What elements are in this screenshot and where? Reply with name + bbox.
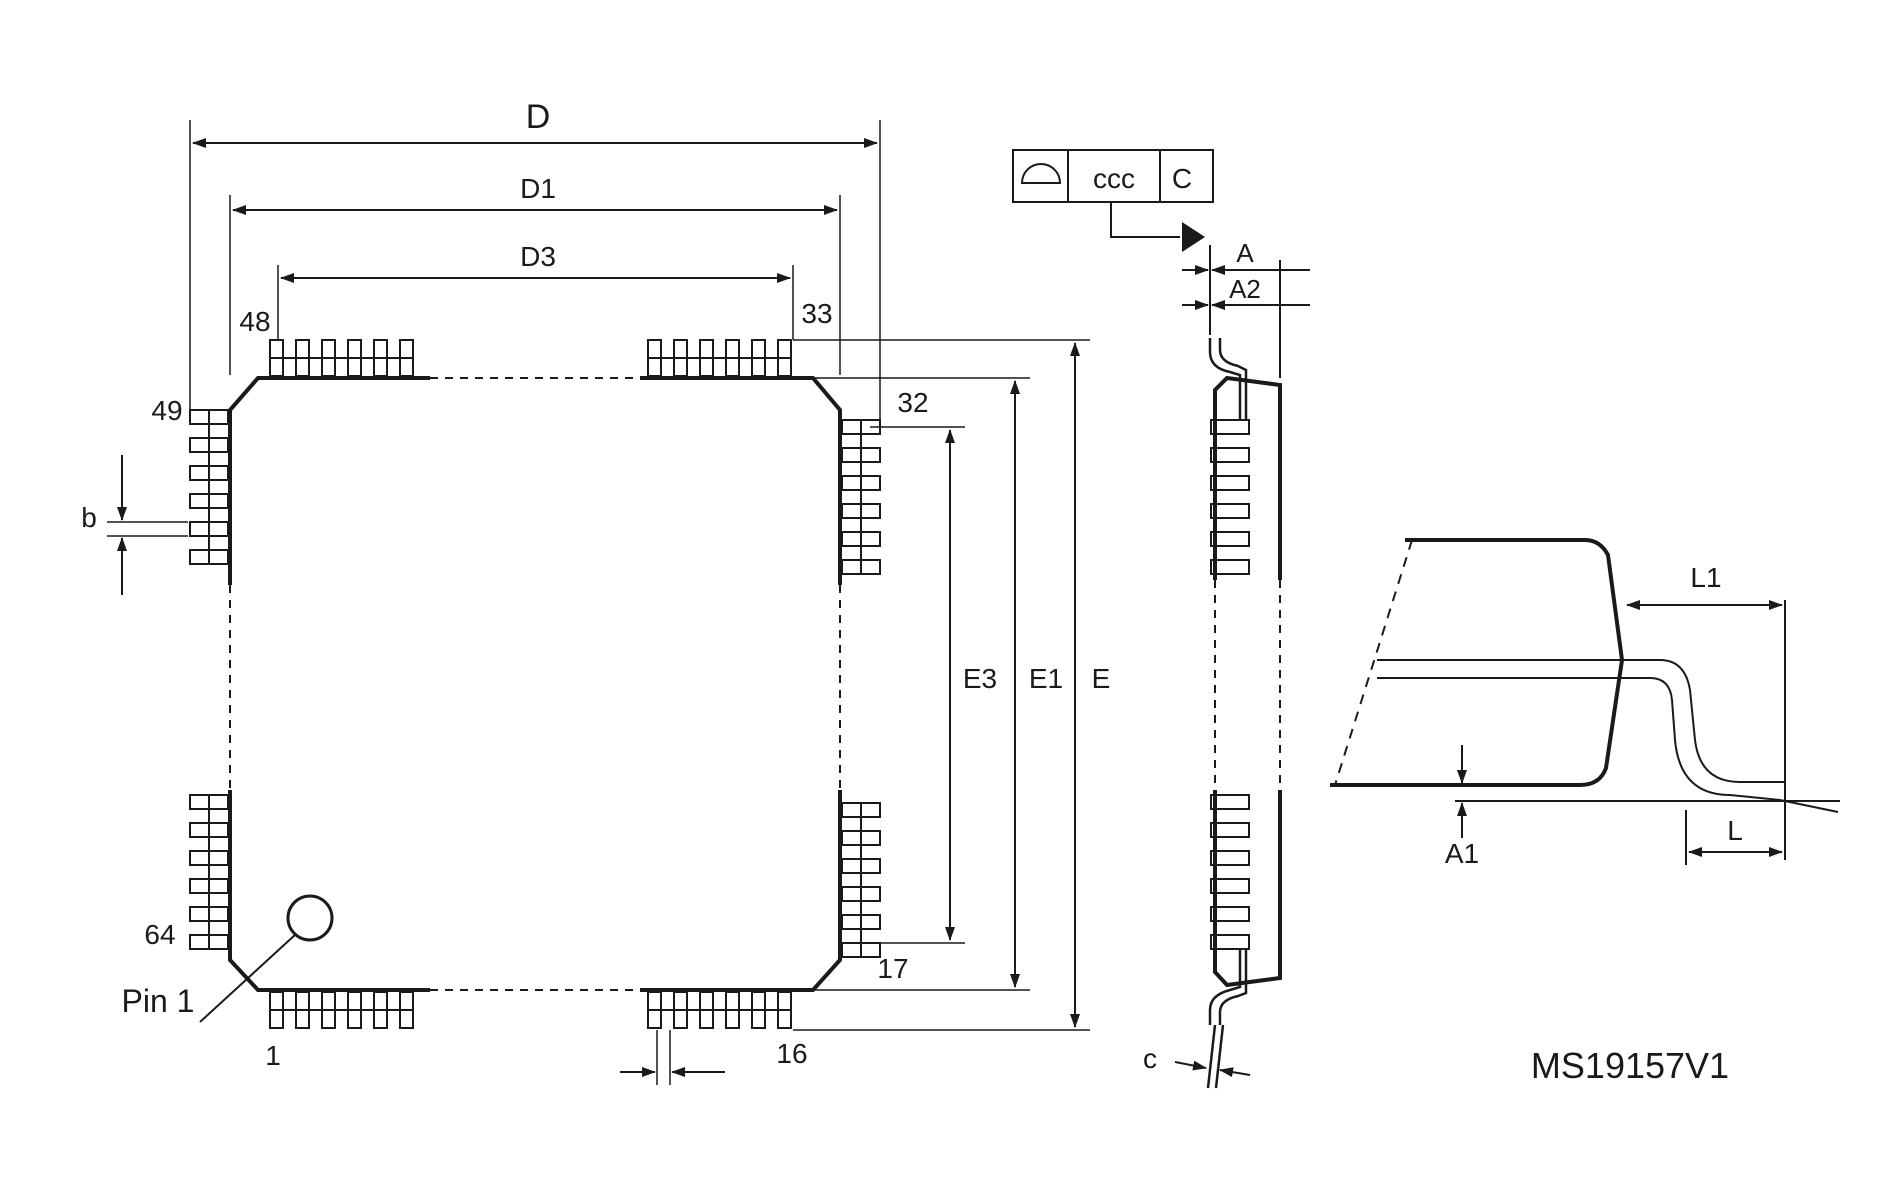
dim-label-d: D bbox=[526, 98, 551, 136]
dim-label-a2: A2 bbox=[1229, 274, 1261, 304]
dim-label-e1: E1 bbox=[1029, 663, 1063, 694]
tolerance-value: ccc bbox=[1093, 163, 1135, 194]
side-dimension-lines bbox=[1174, 245, 1310, 1078]
body-dashed-lines bbox=[229, 377, 841, 991]
lead-detail-lead bbox=[1377, 659, 1840, 813]
pin-number-49: 49 bbox=[151, 395, 182, 426]
lead-detail: L1 L A1 bbox=[1330, 538, 1840, 869]
extension-lines bbox=[107, 120, 1090, 1085]
side-body-dashed bbox=[1214, 580, 1281, 790]
lead-detail-dimensions bbox=[1457, 600, 1786, 865]
pins-top-left bbox=[269, 339, 414, 377]
dimension-lines bbox=[117, 138, 1080, 1077]
pin-number-64: 64 bbox=[144, 919, 175, 950]
dim-label-e3: E3 bbox=[963, 663, 997, 694]
pins-right-top bbox=[841, 419, 881, 575]
dim-label-a: A bbox=[1236, 238, 1254, 268]
top-view: D D1 D3 E3 E1 E b 48 33 49 32 64 17 1 16… bbox=[81, 98, 1110, 1085]
pins-left-bottom bbox=[189, 794, 229, 950]
side-pins-bottom bbox=[1210, 794, 1250, 950]
pin-number-33: 33 bbox=[801, 298, 832, 329]
pin1-leader bbox=[199, 933, 297, 1023]
dim-label-e: E bbox=[1092, 663, 1111, 694]
pin-number-48: 48 bbox=[239, 306, 270, 337]
pin-number-17: 17 bbox=[877, 953, 908, 984]
side-lead-shapes bbox=[1206, 338, 1248, 1089]
dim-label-l: L bbox=[1727, 815, 1743, 846]
pins-left-top bbox=[189, 409, 229, 565]
tolerance-frame: ccc C bbox=[1012, 149, 1214, 252]
dim-label-d3: D3 bbox=[520, 241, 556, 272]
lead-detail-dashed bbox=[1334, 539, 1413, 786]
tolerance-datum: C bbox=[1172, 163, 1192, 194]
dim-label-a1: A1 bbox=[1445, 838, 1479, 869]
dim-label-l1: L1 bbox=[1690, 562, 1721, 593]
pin-number-32: 32 bbox=[897, 387, 928, 418]
pin1-marker-circle bbox=[286, 894, 334, 942]
side-view: ccc C bbox=[1012, 149, 1310, 1089]
pin-number-16: 16 bbox=[776, 1038, 807, 1069]
pin-number-1: 1 bbox=[265, 1040, 281, 1071]
pins-right-bottom bbox=[841, 802, 881, 958]
pins-bottom-left bbox=[269, 991, 414, 1029]
side-pins-top bbox=[1210, 419, 1250, 575]
dim-label-b: b bbox=[81, 502, 97, 533]
side-body bbox=[1213, 375, 1282, 988]
flatness-symbol-icon bbox=[1020, 163, 1062, 184]
datum-triangle-icon bbox=[1182, 222, 1205, 252]
pin1-label: Pin 1 bbox=[122, 983, 195, 1019]
drawing-code: MS19157V1 bbox=[1531, 1045, 1729, 1086]
pins-top-right bbox=[647, 339, 792, 377]
package-body bbox=[228, 376, 842, 992]
dim-label-d1: D1 bbox=[520, 173, 556, 204]
pins-bottom-right bbox=[647, 991, 792, 1029]
dim-label-c: c bbox=[1143, 1043, 1157, 1074]
